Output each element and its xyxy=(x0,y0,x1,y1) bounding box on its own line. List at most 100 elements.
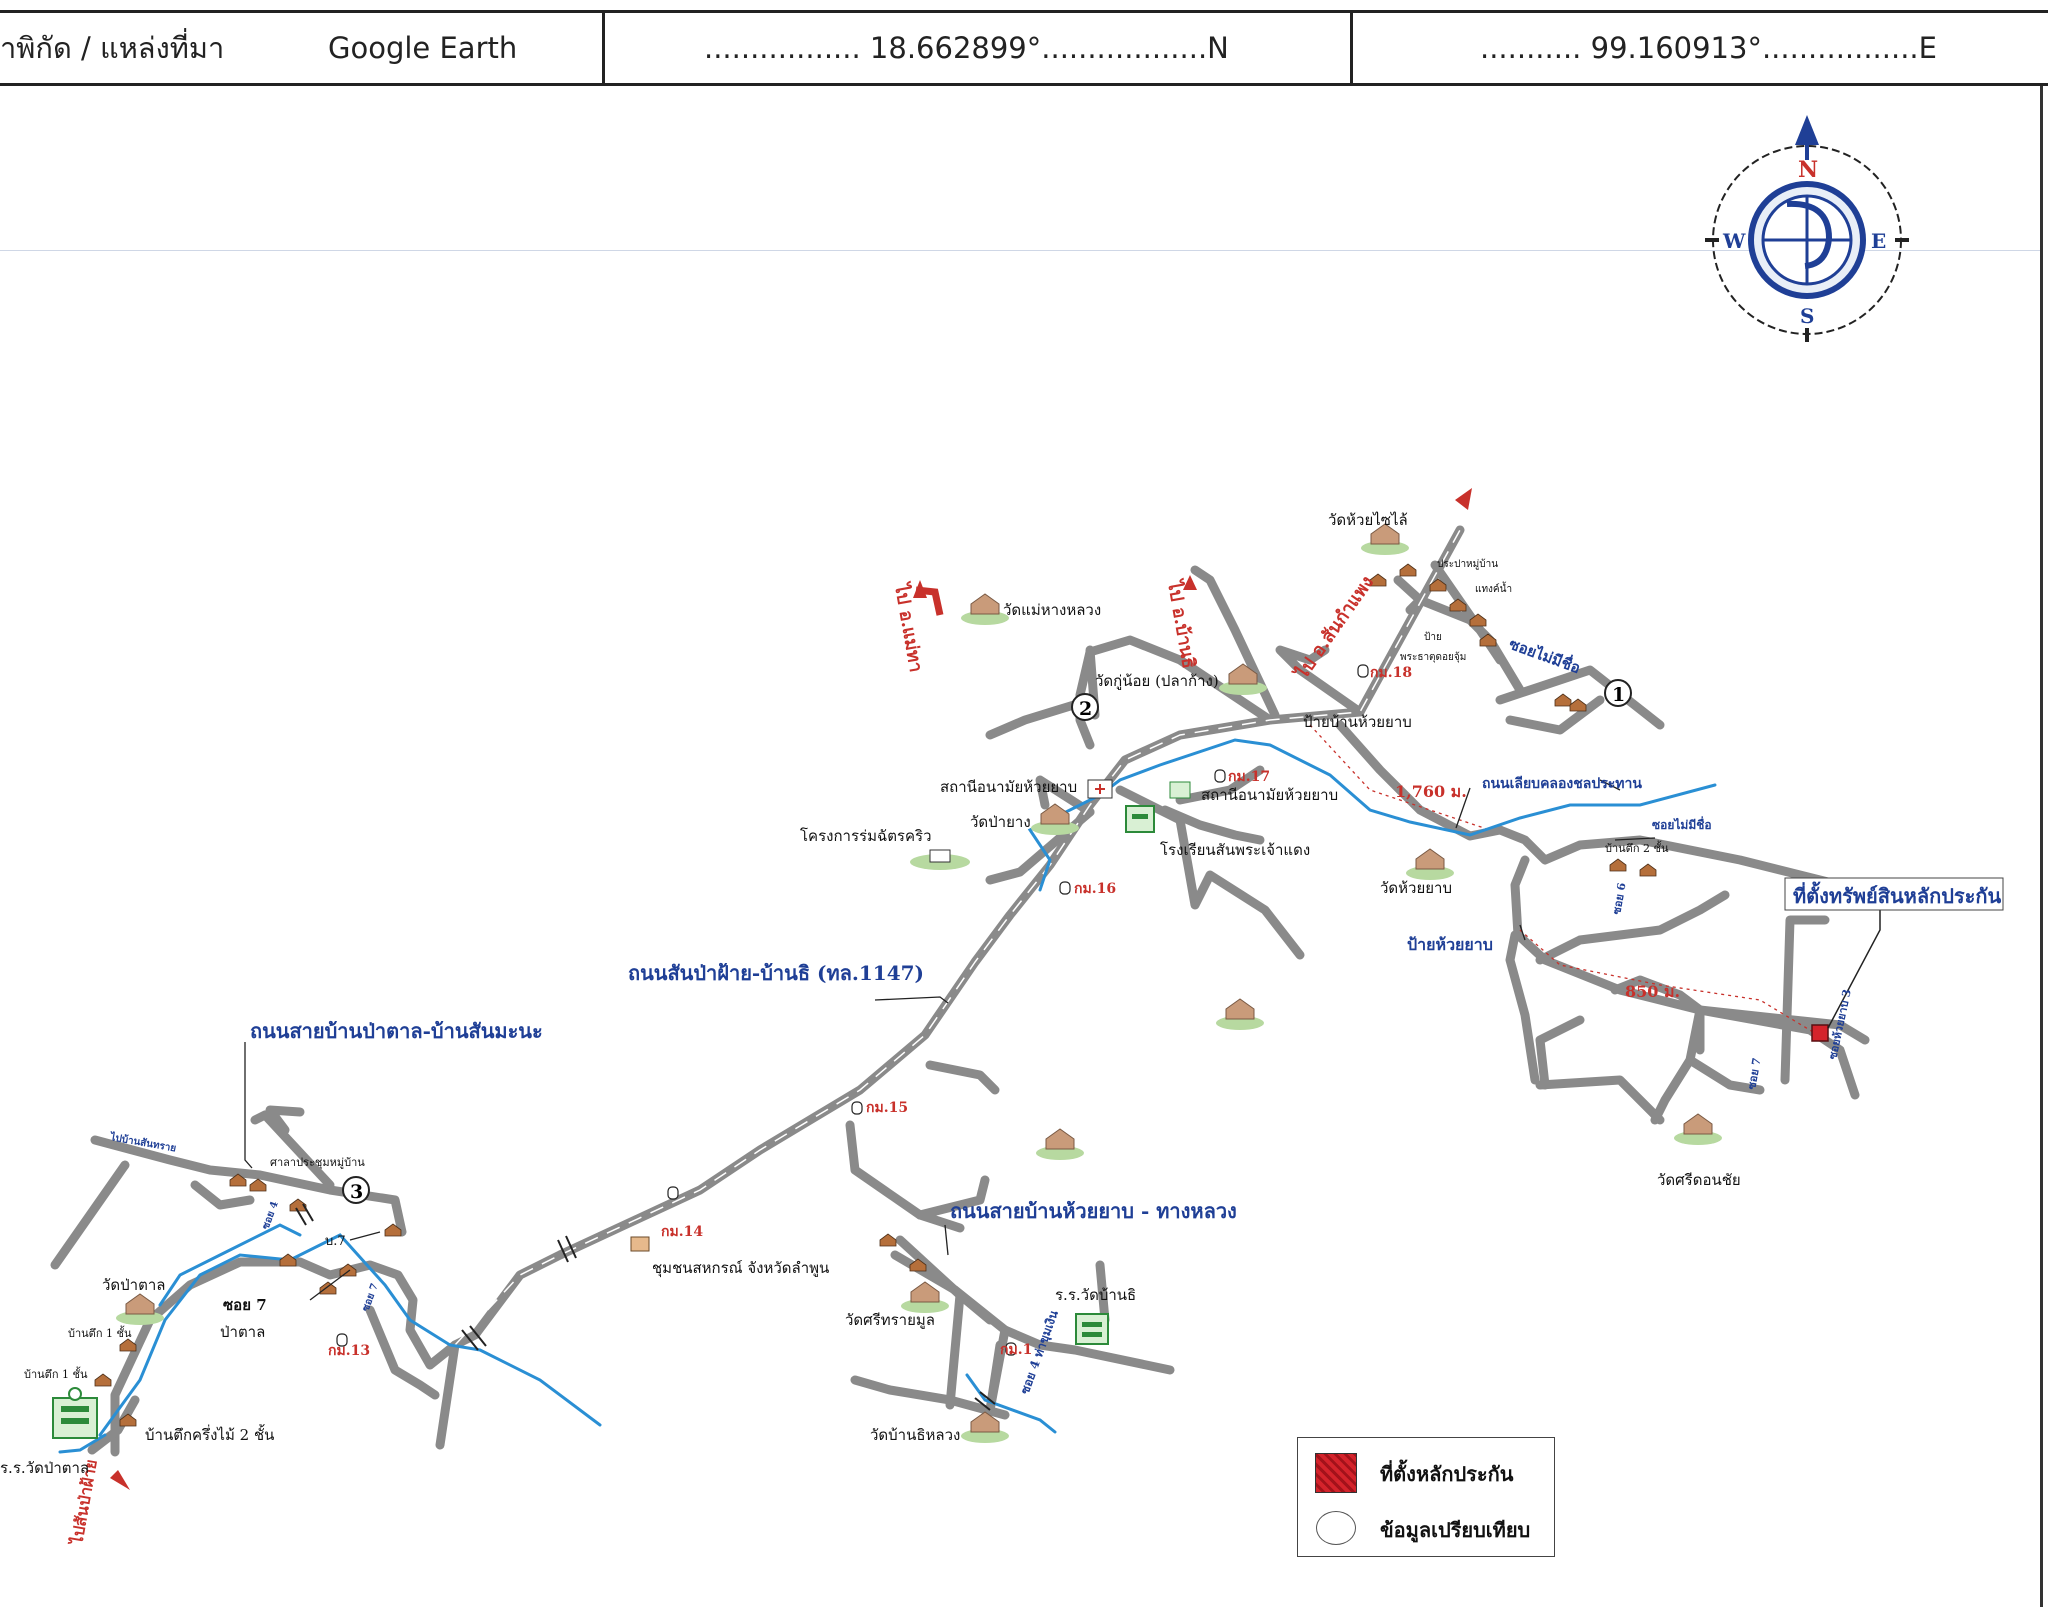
longitude-value: ........... 99.160913°.................E xyxy=(1480,31,1937,65)
label-coop: ชุมชนสหกรณ์ จังหวัดลำพูน xyxy=(652,1259,829,1278)
label-soi7b: ซอย 7 xyxy=(1745,1057,1763,1091)
rivers xyxy=(58,738,1717,1454)
label-wat-ban-thi-luang: วัดบ้านธิหลวง xyxy=(870,1426,960,1444)
numbered-markers: 2 1 3 xyxy=(342,679,1632,1204)
collateral-label-box xyxy=(1784,877,2004,911)
km-post-icon xyxy=(667,1186,679,1200)
school-icon xyxy=(1125,805,1155,833)
temple-icon xyxy=(116,1293,164,1325)
coop-icon xyxy=(630,1236,650,1252)
temple-icon xyxy=(901,1281,949,1313)
temple-icons xyxy=(116,523,1722,1443)
label-shrine: พระธาตุดอยจุ้ม xyxy=(1400,651,1466,663)
label-main-road: ถนนสันป่าฝ้าย-บ้านธิ (ทล.1147) xyxy=(628,961,924,985)
km-post-icon xyxy=(1059,881,1071,895)
label-house1a: บ้านตึก 1 ชั้น xyxy=(68,1325,132,1340)
km-14: กม.14 xyxy=(661,1224,703,1240)
label-wat-huai-chai-lai: วัดห้วยไซไล้ xyxy=(1328,511,1408,529)
collateral-leader-line xyxy=(1827,905,1881,1029)
compass-w: W xyxy=(1722,229,1746,253)
label-b7: บ.7 xyxy=(325,1234,346,1249)
direction-labels: ไป อ.แม่ทา ไป อ.บ้านธิ ไป อ.สันกำแพง ไปส… xyxy=(67,572,1680,1548)
temple-icon xyxy=(961,1411,1009,1443)
route-850m xyxy=(1519,929,1819,1036)
label-canal-road: ถนนเลียบคลองชลประทาน xyxy=(1482,776,1642,792)
label-wat-si-sai-mun: วัดศรีทรายมูล xyxy=(845,1311,935,1329)
label-wat-ku-noi: วัดกู่น้อย (ปลาก้าง) xyxy=(1095,672,1219,690)
km-post-icon xyxy=(1357,664,1369,678)
temple-icon xyxy=(1361,523,1409,555)
bridge-icons xyxy=(295,1203,996,1411)
legend: ที่ตั้งหลักประกัน ข้อมูลเปรียบเทียบ xyxy=(1297,1437,1555,1557)
legend-collateral-swatch xyxy=(1315,1453,1357,1493)
label-pump: แทงค์น้ำ xyxy=(1475,581,1512,595)
label-health-center-1: สถานีอนามัยห้วยยาบ xyxy=(940,778,1077,796)
label-huaiyap-road: ถนนสายบ้านห้วยยาบ - ทางหลวง xyxy=(950,1199,1237,1223)
legend-comparable-label: ข้อมูลเปรียบเทียบ xyxy=(1380,1518,1531,1542)
km-18: กม.18 xyxy=(1370,665,1412,681)
label-house-wood: บ้านตึกครึ่งไม้ 2 ชั้น xyxy=(145,1424,274,1444)
km-15: กม.15 xyxy=(866,1100,908,1116)
label-pai-ban-huai-yap: ป้ายบ้านห้วยยาบ xyxy=(1303,713,1412,731)
facility-icons xyxy=(52,779,1191,1439)
label-patal-sub: ป่าตาล xyxy=(220,1323,265,1341)
label-school-sanphra: โรงเรียนสันพระเจ้าแดง xyxy=(1160,841,1310,859)
label-house2: บ้านตึก 2 ชั้น xyxy=(1605,840,1669,855)
health-center-icon xyxy=(1169,781,1191,799)
school-icon xyxy=(1075,1313,1109,1345)
collateral-title: ที่ตั้งทรัพย์สินหลักประกัน xyxy=(1793,881,2001,908)
label-sala: ศาลาประชุมหมู่บ้าน xyxy=(270,1156,365,1169)
km-17: กม.17 xyxy=(1228,769,1270,785)
label-soi6: ซอย 6 xyxy=(1610,881,1628,915)
source-label: าพิกัด / แหล่งที่มา xyxy=(0,31,225,65)
marker-1: 1 xyxy=(1612,684,1625,706)
temple-icon xyxy=(1406,848,1454,880)
compass-s: S xyxy=(1800,304,1814,328)
label-health-center-2: สถานีอนามัยห้วยยาบ xyxy=(1201,786,1338,804)
temple-icon xyxy=(961,593,1009,625)
marker-3: 3 xyxy=(350,1181,363,1203)
label-wat-pa-tal: วัดป่าตาล xyxy=(102,1276,165,1294)
route-1760m xyxy=(1309,724,1491,831)
temple-icon xyxy=(1674,1113,1722,1145)
compass-n: N xyxy=(1798,157,1818,183)
distance-850: 850 ม. xyxy=(1625,982,1680,1001)
label-wat-si-khon-chai: วัดศรีดอนชัย xyxy=(1657,1171,1741,1189)
temple-icon xyxy=(1216,998,1264,1030)
leader-lines xyxy=(244,779,1656,1301)
label-sign: ป้าย xyxy=(1424,631,1442,643)
marker-2: 2 xyxy=(1079,698,1092,720)
source-value: Google Earth xyxy=(328,31,518,65)
roads xyxy=(50,525,1885,1457)
project-icon xyxy=(910,849,970,870)
label-soi7-vertical: ซอย 7 xyxy=(360,1282,380,1313)
legend-comparable-circle-icon xyxy=(1316,1511,1356,1545)
label-wat-huai-yap: วัดห้วยยาบ xyxy=(1380,879,1452,897)
temple-icon xyxy=(1036,1128,1084,1160)
direction-arrows xyxy=(110,488,1472,1490)
label-tap: ประปาหมู่บ้าน xyxy=(1437,558,1498,570)
label-school-ban-thi: ร.ร.วัดบ้านธิ xyxy=(1055,1286,1136,1304)
label-patal-road: ถนนสายบ้านป่าตาล-บ้านสันมะนะ xyxy=(250,1019,543,1043)
temple-icon xyxy=(1031,803,1079,835)
main-road-centerline xyxy=(454,529,1461,1346)
north-arrow-icon xyxy=(1795,115,1819,145)
km-13: กม.13 xyxy=(328,1343,370,1359)
school-icon xyxy=(52,1387,98,1439)
label-house1b: บ้านตึก 1 ชั้น xyxy=(24,1366,88,1381)
header-divider xyxy=(1350,13,1353,83)
km-post-icon xyxy=(1005,1342,1017,1356)
label-soi-no-name2: ซอยไม่มีชื่อ xyxy=(1652,816,1712,832)
km-marker-icons xyxy=(336,664,1369,1356)
label-royal-project: โครงการร่มฉัตรคริว xyxy=(800,827,932,845)
label-wat-pa-yang: วัดป่ายาง xyxy=(970,813,1031,831)
label-school-pa-tal: ร.ร.วัดป่าตาล xyxy=(0,1459,89,1477)
temple-icon xyxy=(1219,663,1267,695)
label-pai-huai-yap: ป้ายห้วยยาบ xyxy=(1407,935,1493,954)
label-soi7: ซอย 7 xyxy=(223,1296,267,1314)
house-icons xyxy=(94,563,1657,1427)
label-soi-no-name: ซอยไม่มีชื่อ xyxy=(1507,633,1584,677)
compass-e: E xyxy=(1871,229,1886,253)
km-post-icon xyxy=(1214,769,1226,783)
